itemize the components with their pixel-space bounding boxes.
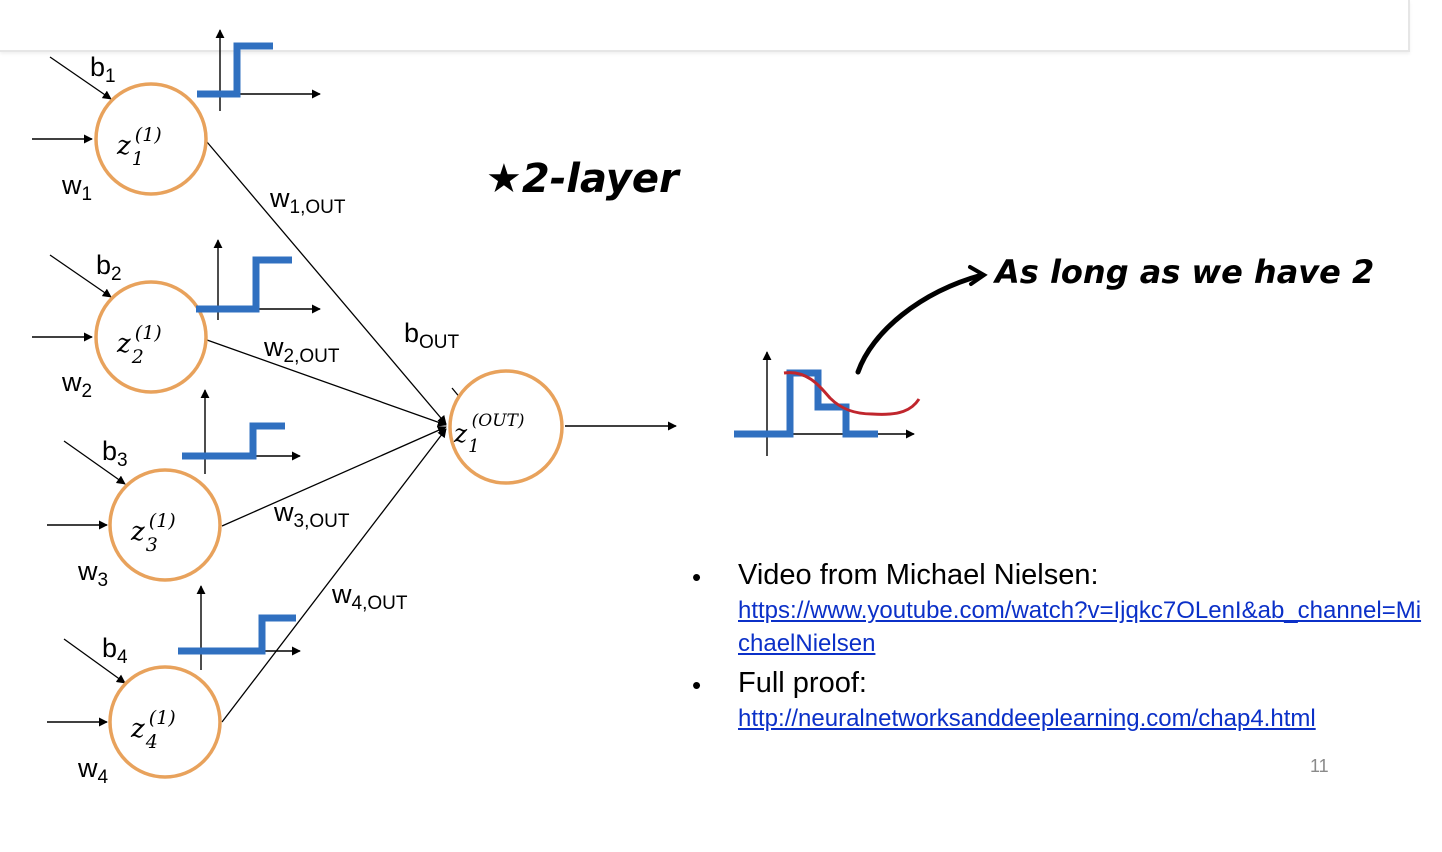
combined-step-plot <box>734 351 921 456</box>
bias-arrow-4 <box>63 638 126 684</box>
edge-3-out <box>221 426 447 527</box>
neuron-4 <box>47 585 301 779</box>
weight-label-4: w4 <box>77 753 109 788</box>
node-label-2: z2(1) <box>116 322 162 368</box>
neuron-2 <box>32 239 321 394</box>
edge-2-out <box>206 339 447 427</box>
youtube-link[interactable]: https://www.youtube.com/watch?v=Ijqkc7OL… <box>738 597 1422 657</box>
node-ring-3 <box>108 468 222 582</box>
weight-label-3: w3 <box>77 556 108 591</box>
neuron-1 <box>32 29 321 196</box>
bias-label-3: b3 <box>102 436 128 471</box>
bias-arrow-1 <box>49 56 112 100</box>
out-weight-label-1: w1,OUT <box>269 183 346 218</box>
bias-out-label: bOUT <box>404 318 460 353</box>
bias-label-2: b2 <box>96 250 122 285</box>
approximation-curve <box>783 371 921 416</box>
handwritten-arrow <box>855 272 985 375</box>
bias-arrow-2 <box>49 254 112 298</box>
bias-arrow-3 <box>63 440 126 485</box>
reference-list: • Video from Michael Nielsen: https://ww… <box>690 556 1430 739</box>
bullet-dot: • <box>692 562 702 592</box>
output-node-ring <box>448 369 564 485</box>
proof-link[interactable]: http://neuralnetworksanddeeplearning.com… <box>738 705 1316 732</box>
bullet-item: • Full proof: http://neuralnetworksandde… <box>690 664 1430 735</box>
edge-4-out <box>221 428 447 723</box>
as-long-annotation: As long as we have 2 <box>992 253 1374 291</box>
output-node-label: z1(OUT) <box>453 411 525 457</box>
bias-label-1: b1 <box>90 52 116 87</box>
handwritten-arrowhead <box>968 265 988 286</box>
node-ring-1 <box>94 82 208 196</box>
node-label-3: z3(1) <box>130 510 176 556</box>
bullet-item: • Video from Michael Nielsen: https://ww… <box>690 556 1430 660</box>
node-ring-2 <box>94 280 208 394</box>
weight-label-2: w2 <box>61 367 92 402</box>
layers-annotation: ★2-layer <box>486 156 681 202</box>
step-plot-3 <box>182 389 301 474</box>
page-number: 11 <box>1310 756 1329 776</box>
out-weight-label-2: w2,OUT <box>263 332 340 367</box>
out-weight-label-4: w4,OUT <box>331 579 408 614</box>
step-plot-2 <box>196 239 321 320</box>
bullet-text: Video from Michael Nielsen: <box>738 559 1099 591</box>
step-plot-1 <box>197 29 321 111</box>
node-label-1: z1(1) <box>116 124 162 170</box>
step-plot-4 <box>178 585 301 670</box>
weight-label-1: w1 <box>61 170 92 205</box>
node-ring-4 <box>108 665 222 779</box>
edge-1-out <box>206 141 447 425</box>
bias-label-4: b4 <box>102 633 128 668</box>
bullet-dot: • <box>692 670 702 700</box>
bullet-text: Full proof: <box>738 667 867 699</box>
neuron-3 <box>47 389 301 582</box>
out-weight-label-3: w3,OUT <box>273 497 350 532</box>
node-label-4: z4(1) <box>130 707 176 753</box>
